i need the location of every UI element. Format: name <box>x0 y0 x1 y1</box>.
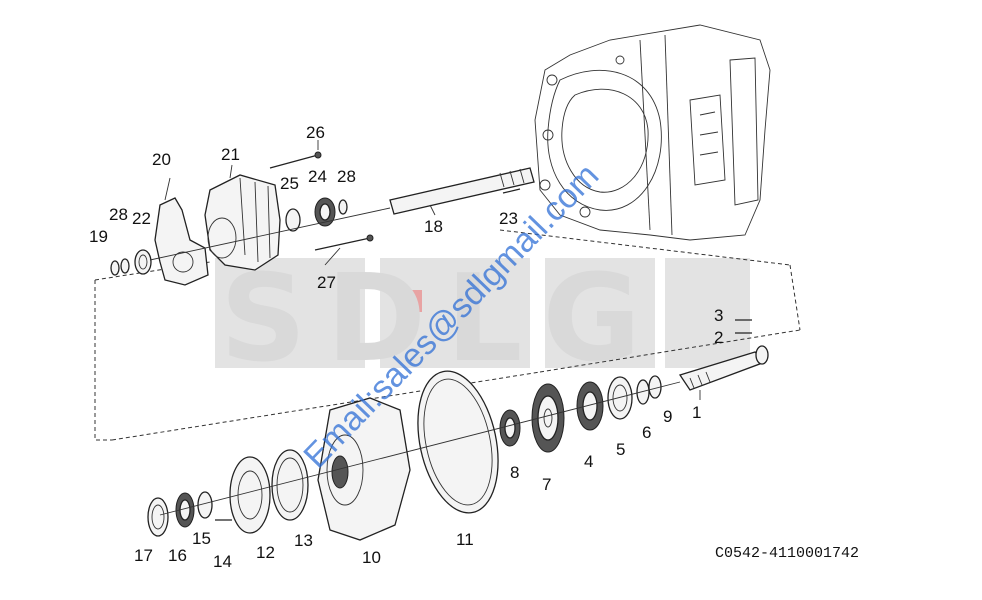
callout-28-right: 28 <box>337 167 356 186</box>
callout-21: 21 <box>221 145 240 164</box>
bracket-part-20 <box>154 197 209 286</box>
callout-13: 13 <box>294 531 313 550</box>
ring-part-25 <box>285 208 301 232</box>
callout-20: 20 <box>152 150 171 169</box>
callout-7: 7 <box>542 475 551 494</box>
callout-8: 8 <box>510 463 519 482</box>
callout-6: 6 <box>642 423 651 442</box>
lower-assembly <box>147 319 769 541</box>
ring-part-5 <box>607 376 633 420</box>
callout-15: 15 <box>192 529 211 548</box>
watermark: SDLG <box>215 250 750 389</box>
callout-12: 12 <box>256 543 275 562</box>
ring-part-28-right <box>338 199 348 215</box>
cover-part-12 <box>229 456 271 534</box>
callout-10: 10 <box>362 548 381 567</box>
ring-part-6 <box>636 379 650 405</box>
callout-labels: 1 2 3 4 5 6 7 8 9 10 11 12 13 14 15 16 1… <box>89 123 723 571</box>
upper-assembly <box>110 151 535 286</box>
callout-4: 4 <box>584 452 593 471</box>
pin-part-23 <box>502 188 521 194</box>
callout-14: 14 <box>213 552 232 571</box>
watermark-letters: SDLG <box>220 250 661 389</box>
callout-25: 25 <box>280 174 299 193</box>
callout-1: 1 <box>692 403 701 422</box>
callout-16: 16 <box>168 546 187 565</box>
callout-17: 17 <box>134 546 153 565</box>
callout-24: 24 <box>308 167 327 186</box>
bearing-part-22 <box>134 249 152 275</box>
ring-part-17 <box>147 497 169 537</box>
callout-9: 9 <box>663 407 672 426</box>
callout-26: 26 <box>306 123 325 142</box>
callout-22: 22 <box>132 209 151 228</box>
callout-5: 5 <box>616 440 625 459</box>
bolt-part-27 <box>314 237 371 251</box>
callout-18: 18 <box>424 217 443 236</box>
shaft-part-18 <box>389 167 535 215</box>
callout-28-left: 28 <box>109 205 128 224</box>
callout-2: 2 <box>714 328 723 347</box>
leader-lines <box>164 140 701 400</box>
ring-part-19 <box>110 260 120 276</box>
callout-27: 27 <box>317 273 336 292</box>
gasket-part-11 <box>417 370 499 514</box>
ring-part-28-left <box>120 258 130 274</box>
callout-3: 3 <box>714 306 723 325</box>
gasket-part-13 <box>271 449 309 521</box>
callout-11: 11 <box>456 530 474 549</box>
callout-19: 19 <box>89 227 108 246</box>
transmission-housing <box>534 24 771 241</box>
phantom-lines <box>94 229 801 441</box>
bolt-part-26 <box>269 154 319 169</box>
drawing-code: C0542-4110001742 <box>715 545 859 562</box>
callout-23: 23 <box>499 209 518 228</box>
